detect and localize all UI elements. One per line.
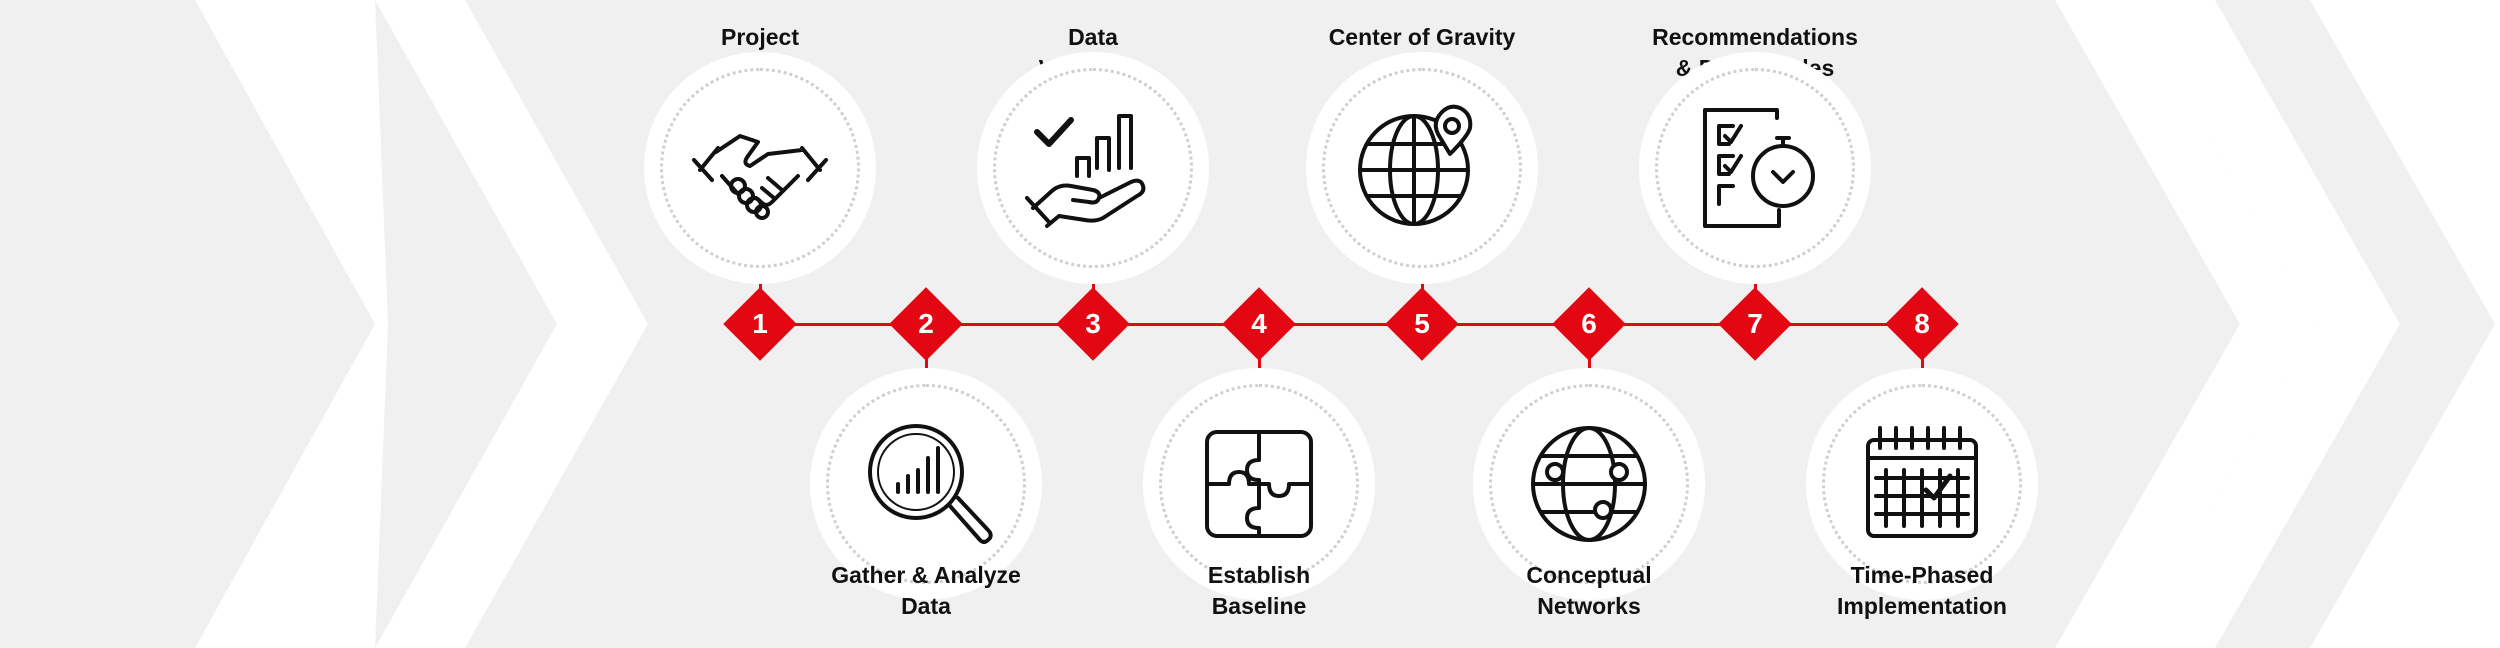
step-label: Establish Baseline — [1099, 560, 1419, 622]
magnifier-chart-icon — [868, 424, 993, 544]
icon-circle — [644, 52, 876, 284]
calendar-check-icon — [1866, 426, 1978, 538]
icon-circle — [810, 368, 1042, 600]
step-number: 7 — [1747, 308, 1763, 339]
step-label: Time-Phased Implementation — [1762, 560, 2082, 622]
step-title-line: Conceptual — [1526, 562, 1652, 588]
checklist-clock-icon — [1703, 108, 1815, 228]
step-number: 4 — [1251, 308, 1267, 339]
step-title-line: Recommendations — [1652, 24, 1858, 50]
icon-circle — [1639, 52, 1871, 284]
step-label: Gather & Analyze Data — [766, 560, 1086, 622]
icon-circle — [1306, 52, 1538, 284]
step-title-line: Center of Gravity — [1328, 24, 1516, 50]
puzzle-icon — [1205, 430, 1313, 538]
icon-circle — [1473, 368, 1705, 600]
timeline-line — [762, 323, 1920, 326]
chevron-4 — [2130, 0, 2400, 648]
step-title-line: Data — [901, 593, 951, 619]
icon-circle — [977, 52, 1209, 284]
globe-network-icon — [1531, 426, 1647, 542]
step-number: 5 — [1414, 308, 1430, 339]
handshake-icon — [692, 134, 828, 220]
step-title-line: Implementation — [1837, 593, 2007, 619]
step-number: 6 — [1581, 308, 1597, 339]
icon-circle — [1806, 368, 2038, 600]
hand-chart-check-icon — [1025, 114, 1146, 228]
step-title-line: Time-Phased — [1850, 562, 1994, 588]
icon-circle — [1143, 368, 1375, 600]
step-number: 2 — [918, 308, 934, 339]
chevron-1 — [195, 0, 388, 648]
step-title-line: Establish — [1207, 562, 1311, 588]
step-title-line: Data — [1068, 24, 1118, 50]
step-number: 1 — [752, 308, 768, 339]
step-number: 8 — [1914, 308, 1930, 339]
chevron-2 — [375, 0, 648, 648]
step-title-line: Gather & Analyze — [831, 562, 1021, 588]
chevron-3 — [2055, 0, 2315, 648]
step-label: Conceptual Networks — [1429, 560, 1749, 622]
chevron-5 — [2310, 0, 2500, 648]
step-title-line: Project — [721, 24, 799, 50]
step-title-line: Networks — [1537, 593, 1641, 619]
step-number: 3 — [1085, 308, 1101, 339]
step-title-line: Baseline — [1211, 593, 1307, 619]
globe-pin-icon — [1358, 104, 1473, 226]
